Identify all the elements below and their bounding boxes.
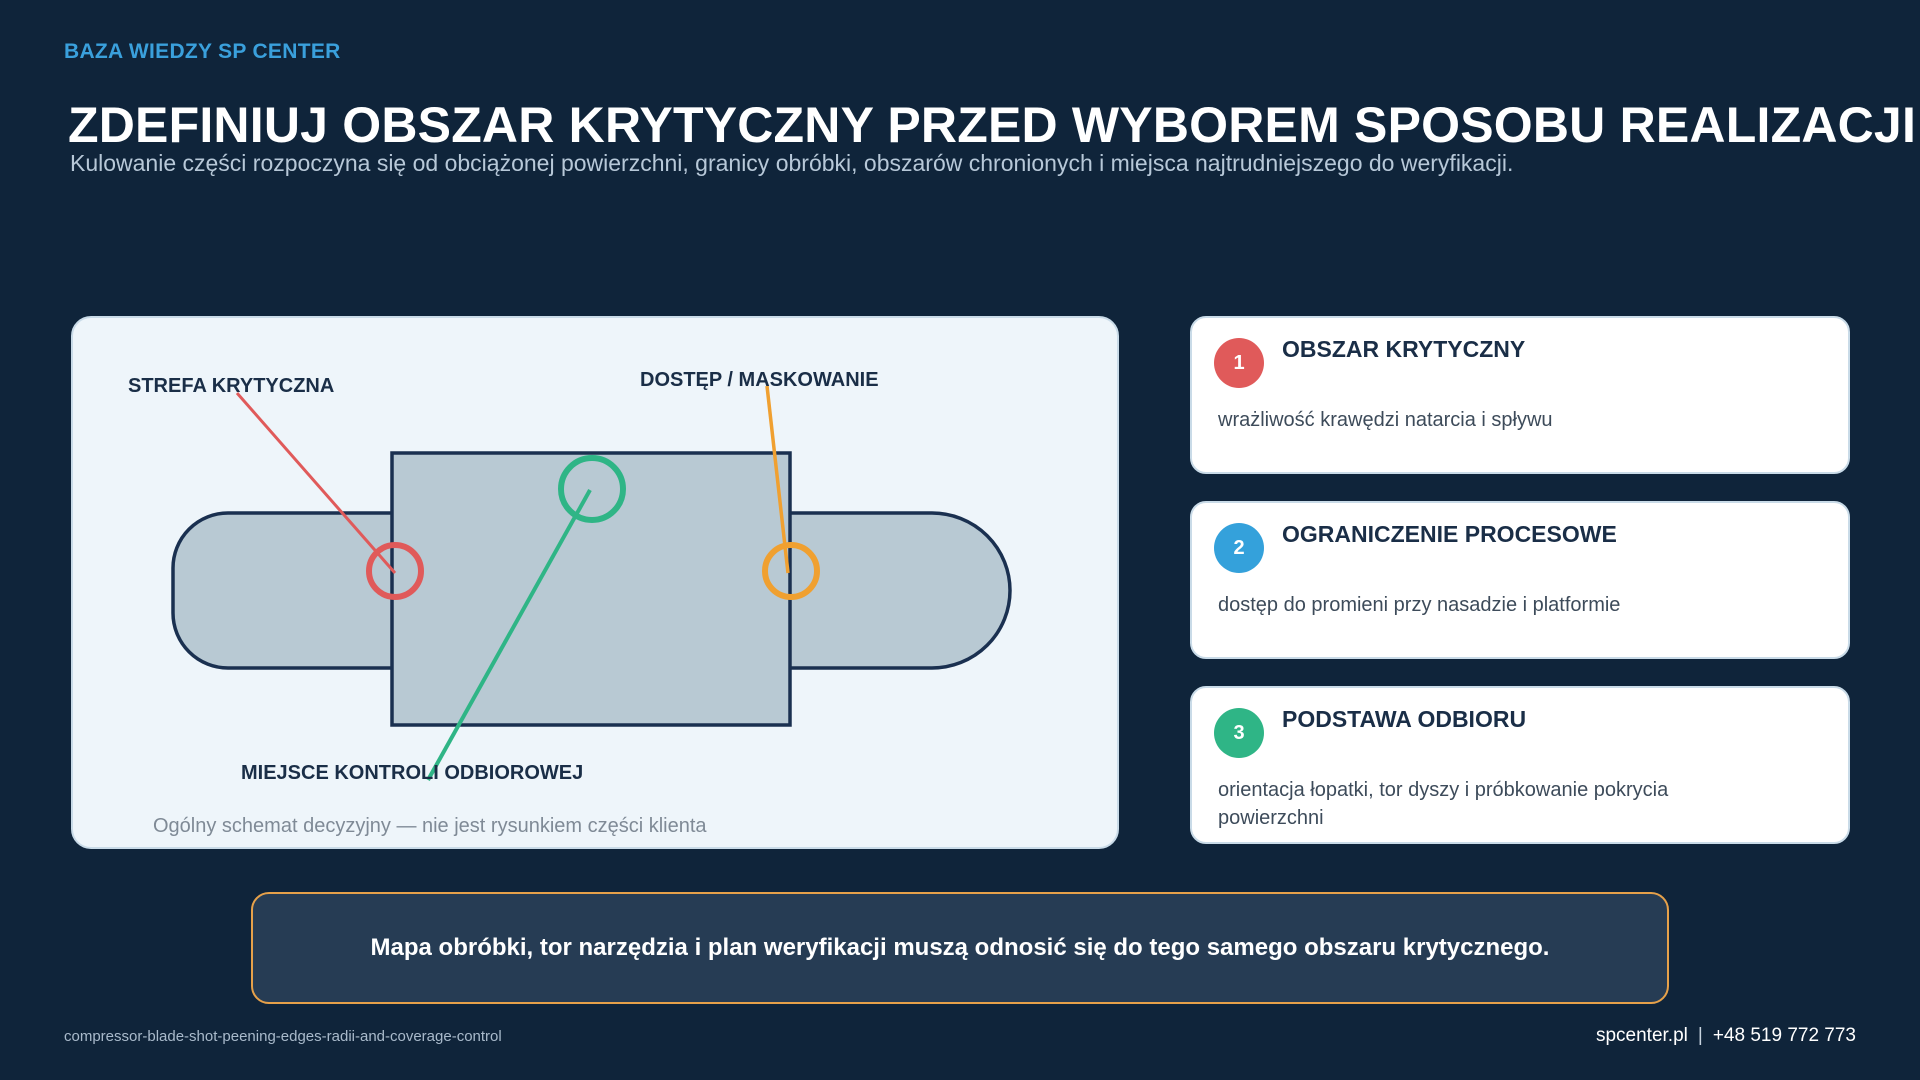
critical-zone-leader	[235, 392, 397, 574]
page-title: ZDEFINIUJ OBSZAR KRYTYCZNY PRZED WYBOREM…	[68, 97, 1917, 153]
summary-callout: Mapa obróbki, tor narzędzia i plan weryf…	[251, 892, 1669, 1004]
card-acceptance-basis: 3 PODSTAWA ODBIORU orientacja łopatki, t…	[1190, 686, 1850, 844]
part-center-block	[390, 451, 792, 727]
card-description: orientacja łopatki, tor dyszy i próbkowa…	[1218, 779, 1669, 829]
card-number-badge: 1	[1214, 338, 1264, 388]
access-masking-marker	[762, 542, 820, 600]
card-title: PODSTAWA ODBIORU	[1282, 706, 1527, 732]
footer-phone-link[interactable]: +48 519 772 773	[1712, 1025, 1856, 1046]
critical-zone-label: STREFA KRYTYCZNA	[128, 375, 334, 397]
diagram-caption: Ogólny schemat decyzyjny — nie jest rysu…	[153, 815, 707, 837]
inspection-point-leader	[426, 489, 592, 781]
card-title: OGRANICZENIE PROCESOWE	[1282, 521, 1617, 547]
access-masking-label: DOSTĘP / MASKOWANIE	[640, 369, 879, 391]
card-description: dostęp do promieni przy nasadzie i platf…	[1218, 594, 1621, 616]
card-title: OBSZAR KRYTYCZNY	[1282, 336, 1526, 362]
card-critical-area: 1 OBSZAR KRYTYCZNY wrażliwość krawędzi n…	[1190, 316, 1850, 474]
diagram-panel: STREFA KRYTYCZNA DOSTĘP / MASKOWANIE MIE…	[71, 316, 1119, 849]
footer-slug: compressor-blade-shot-peening-edges-radi…	[64, 1028, 502, 1045]
footer-contact: spcenter.pl | +48 519 772 773	[1596, 1025, 1856, 1047]
card-process-constraint: 2 OGRANICZENIE PROCESOWE dostęp do promi…	[1190, 501, 1850, 659]
card-description: wrażliwość krawędzi natarcia i spływu	[1218, 409, 1553, 431]
card-number-badge: 3	[1214, 708, 1264, 758]
page-subtitle: Kulowanie części rozpoczyna się od obcią…	[70, 150, 1514, 176]
critical-zone-marker	[366, 542, 424, 600]
brand-label: BAZA WIEDZY SP CENTER	[64, 40, 341, 63]
decision-diagram: STREFA KRYTYCZNA DOSTĘP / MASKOWANIE MIE…	[128, 369, 1012, 784]
inspection-point-label: MIEJSCE KONTROLI ODBIOROWEJ	[241, 762, 583, 784]
summary-callout-text: Mapa obróbki, tor narzędzia i plan weryf…	[370, 934, 1550, 961]
inspection-point-marker	[558, 455, 626, 523]
footer-separator: |	[1697, 1025, 1703, 1046]
access-masking-leader	[765, 385, 790, 574]
card-number-badge: 2	[1214, 523, 1264, 573]
footer-website-link[interactable]: spcenter.pl	[1595, 1025, 1688, 1046]
